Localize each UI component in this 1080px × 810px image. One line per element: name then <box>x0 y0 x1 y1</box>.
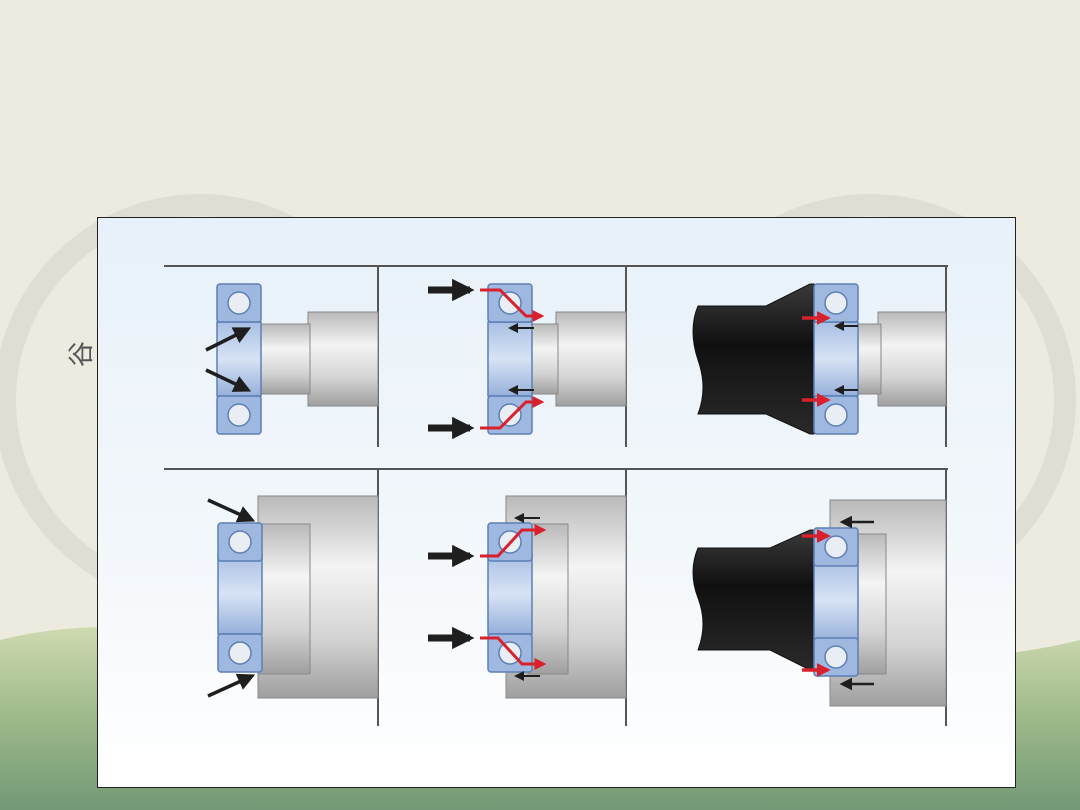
load-path <box>480 524 547 558</box>
force-arrow <box>205 327 252 352</box>
mounting-sleeve <box>692 529 815 671</box>
panel-bottom-right <box>692 499 947 707</box>
panel-top-right <box>692 283 947 435</box>
load-path <box>480 636 547 670</box>
force-arrow <box>205 368 252 392</box>
panel-top-middle <box>428 278 627 440</box>
force-arrow <box>207 498 256 523</box>
mounting-sleeve <box>692 283 815 435</box>
load-path <box>480 396 545 430</box>
panel-bottom-middle <box>428 495 627 699</box>
load-path <box>480 288 545 322</box>
side-glyph: 谷 <box>67 341 97 368</box>
bearing-mounting-diagram <box>164 265 948 726</box>
force-arrow <box>207 673 256 698</box>
diagram-panel <box>97 217 1016 788</box>
panel-top-left <box>205 283 379 435</box>
panel-bottom-left <box>207 495 379 699</box>
